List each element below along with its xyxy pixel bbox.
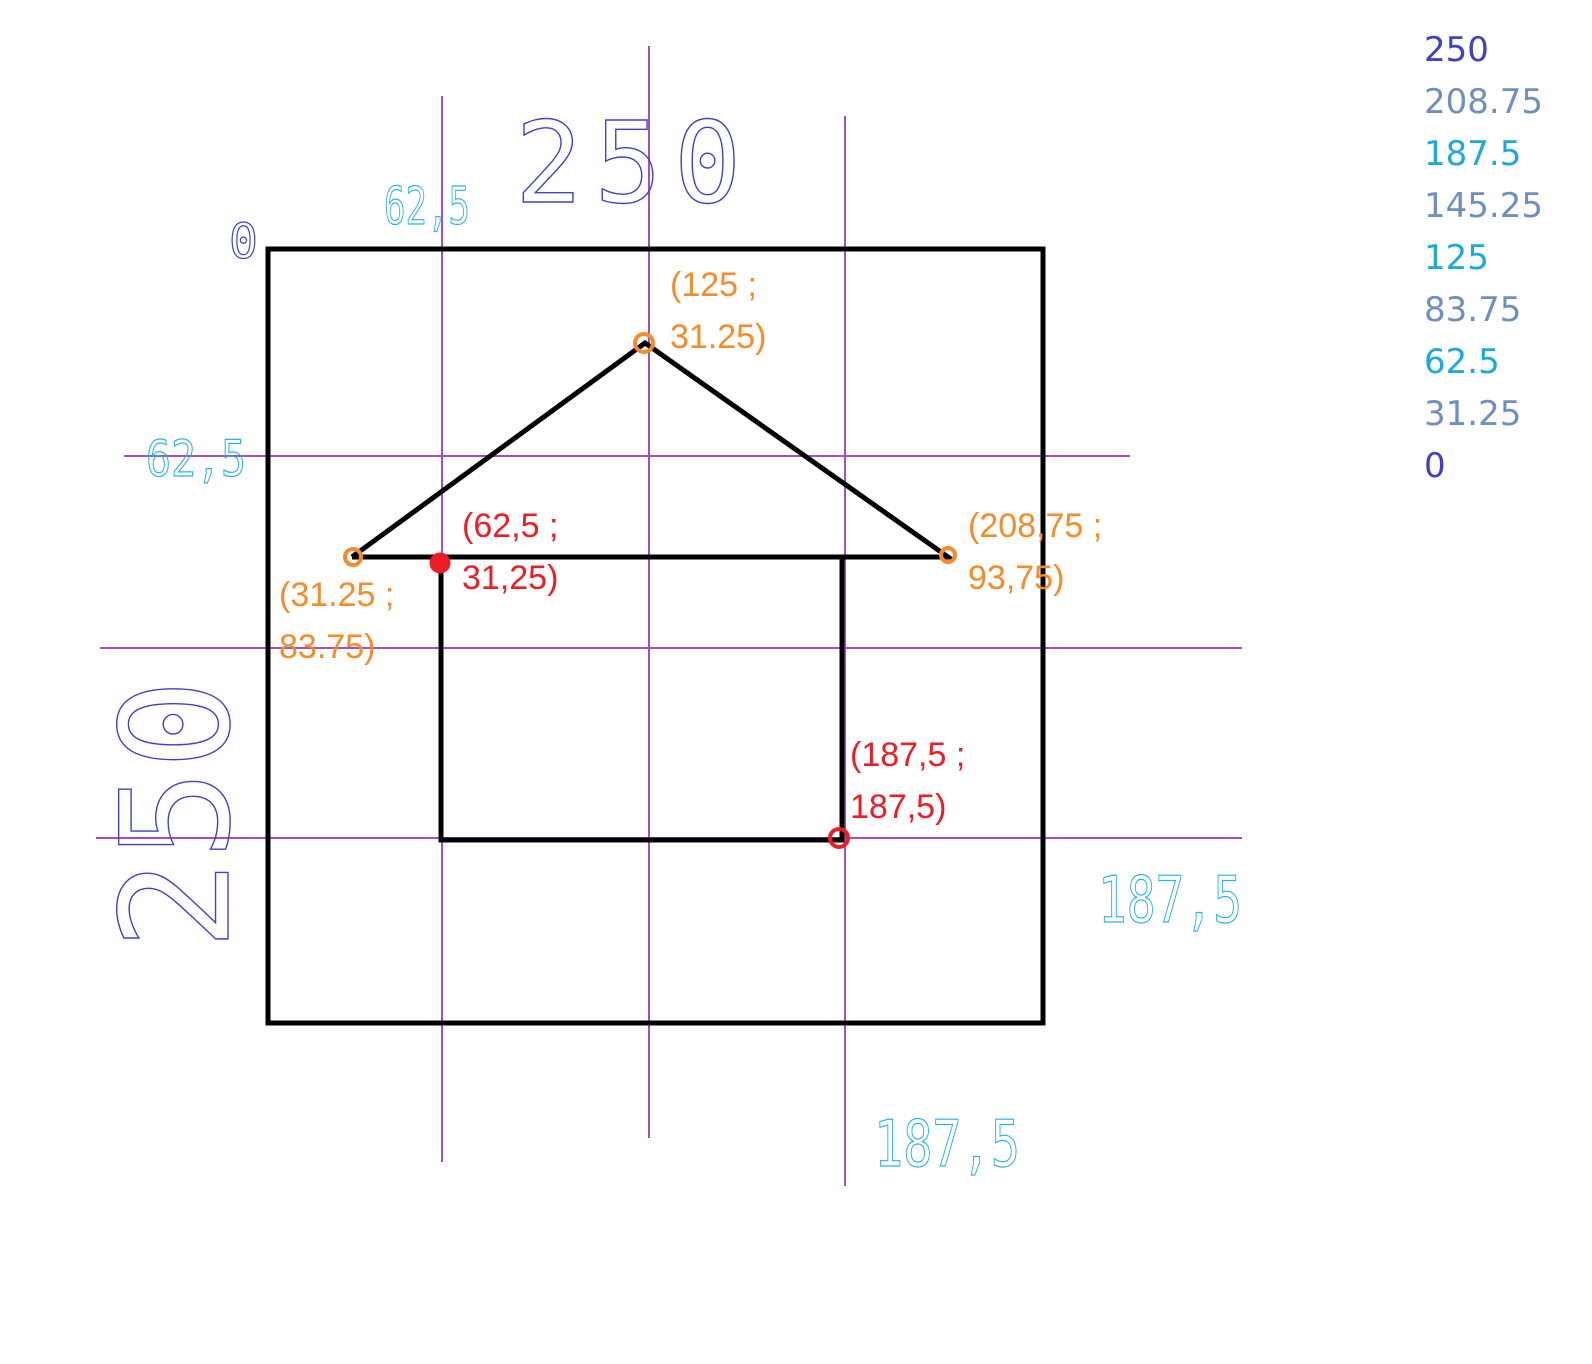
scale-value: 187.5: [1424, 134, 1522, 174]
hand-bottom-guide: 187,5: [874, 1108, 1020, 1182]
label-wall-bottom-right-line1: (187,5 ;: [850, 736, 965, 774]
handwritten-notes: 250 250 0 62,5 62,5 187,5 187,5: [89, 98, 1242, 1182]
label-roof-left-line2: 83.75): [279, 628, 375, 666]
label-roof-right-line2: 93,75): [968, 559, 1064, 597]
hand-right-guide: 187,5: [1098, 864, 1242, 938]
scale-value: 31.25: [1424, 394, 1522, 434]
point-markers: [343, 332, 957, 849]
outer-frame: [265, 246, 1046, 1026]
label-apex-line2: 31.25): [670, 318, 766, 356]
coordinate-labels: (125 ; 31.25) (31.25 ; 83.75) (208,75 ; …: [279, 266, 1102, 826]
label-roof-right-line1: (208,75 ;: [968, 507, 1102, 545]
scale-value: 62.5: [1424, 342, 1500, 382]
hand-origin: 0: [229, 214, 258, 270]
scale-value: 208.75: [1424, 82, 1543, 122]
marker-wall-top-left: [429, 552, 451, 574]
label-roof-left-line1: (31.25 ;: [279, 576, 394, 614]
marker-wall-bottom-right: [828, 827, 850, 849]
scale-value: 0: [1424, 446, 1446, 486]
label-apex-line1: (125 ;: [670, 266, 757, 304]
hand-top-size: 250: [515, 99, 753, 229]
marker-roof-left: [343, 547, 363, 567]
scale-value-list: 250 208.75 187.5 145.25 125 83.75 62.5 31.25 0: [1424, 24, 1584, 492]
marker-roof-right: [939, 546, 957, 564]
hand-left-guide: 62,5: [146, 430, 246, 488]
marker-apex: [633, 332, 655, 354]
label-wall-top-left-line1: (62,5 ;: [462, 507, 558, 545]
house-outline: [265, 246, 1046, 1026]
label-wall-bottom-right-line2: 187,5): [850, 788, 946, 826]
label-wall-top-left-line2: 31,25): [462, 559, 558, 597]
scale-value: 125: [1424, 238, 1489, 278]
hand-top-guide: 62,5: [384, 177, 470, 237]
scale-value: 250: [1424, 30, 1489, 70]
scale-value: 83.75: [1424, 290, 1522, 330]
hand-left-size: 250: [90, 679, 264, 950]
scale-value: 145.25: [1424, 186, 1543, 226]
roof-triangle: [350, 339, 956, 560]
house-walls: [438, 557, 845, 843]
